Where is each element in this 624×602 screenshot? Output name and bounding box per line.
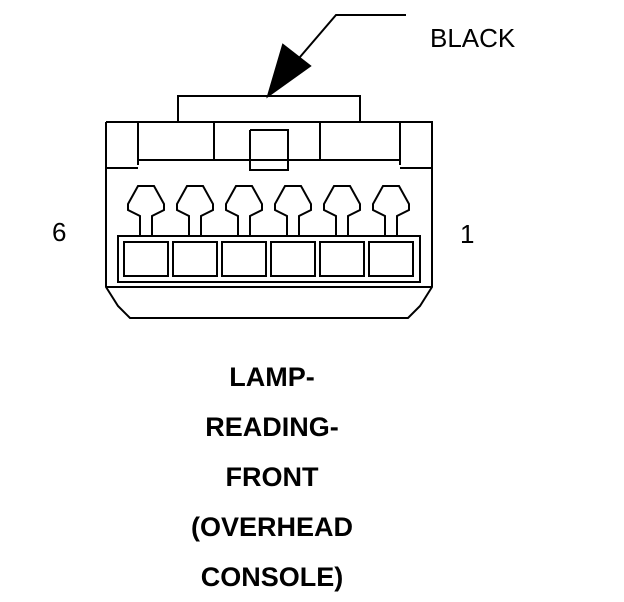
terminal-cavity xyxy=(123,241,169,277)
title-line: FRONT xyxy=(225,462,319,492)
terminal-contact xyxy=(127,185,165,237)
leader-line xyxy=(293,14,406,65)
terminal-cavity xyxy=(221,241,267,277)
terminal-cavity xyxy=(368,241,414,277)
terminal-cavity xyxy=(319,241,365,277)
terminal-contact xyxy=(225,185,263,237)
arrow-head xyxy=(266,43,312,99)
title-line: LAMP- xyxy=(229,362,315,392)
connector-title: LAMP- READING- FRONT (OVERHEAD CONSOLE) xyxy=(112,352,432,602)
terminal-contact xyxy=(274,185,312,237)
terminal-contact xyxy=(372,185,410,237)
terminal-cavity xyxy=(172,241,218,277)
terminal-contact xyxy=(176,185,214,237)
connector-housing xyxy=(105,121,433,319)
terminal-tray xyxy=(117,235,421,283)
title-line: (OVERHEAD xyxy=(190,512,353,542)
pin-number-right: 1 xyxy=(460,219,475,249)
terminal-cavity xyxy=(270,241,316,277)
wire-color-label: BLACK xyxy=(430,23,516,53)
center-key xyxy=(249,129,289,171)
terminal-contact xyxy=(323,185,361,237)
locking-tab xyxy=(177,95,361,122)
title-line: READING- xyxy=(205,412,339,442)
pin-number-left: 6 xyxy=(52,217,67,247)
title-line: CONSOLE) xyxy=(200,562,344,592)
